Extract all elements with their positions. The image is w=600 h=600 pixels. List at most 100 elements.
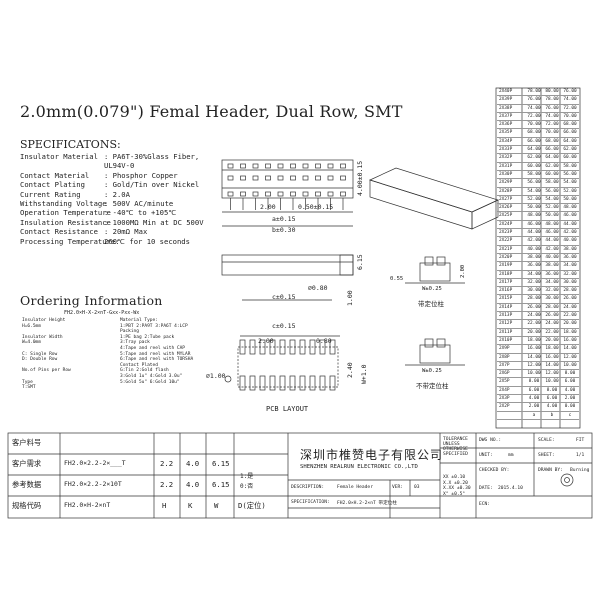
table-cell: 34.00 [527, 271, 541, 277]
table-cell: 78.00 [527, 89, 541, 94]
table-cell: 52.00 [563, 188, 577, 194]
table-cell: 2X17P [499, 279, 513, 285]
table-header-cell [497, 412, 525, 419]
table-cell: 38.00 [563, 246, 577, 252]
table-cell: 60.00 [545, 171, 559, 177]
table-cell: 2X8P [499, 354, 510, 360]
table-cell: 2X22P [499, 238, 513, 244]
table-cell: 16.00 [527, 346, 541, 352]
pcb-pad [259, 375, 266, 391]
pcb-pad [309, 375, 316, 391]
table-cell: 28.00 [527, 296, 541, 302]
table-cell: 64.00 [563, 138, 577, 144]
connector-side-view [221, 254, 354, 276]
table-cell: 2X26P [499, 205, 513, 211]
ordering-note: 5:Gold 5u" 6:Gold 10u" [120, 379, 180, 385]
dim-label: c±0.15 [272, 293, 296, 301]
pin-cell [327, 191, 334, 197]
table-cell: 6.00 [528, 387, 540, 393]
bt-cell: 2.2 [160, 480, 174, 489]
pcb-pad [249, 339, 256, 355]
table-cell: 10.00 [527, 371, 541, 377]
dim-label: c±0.15 [272, 322, 296, 330]
bt-label: 规格代码 [12, 501, 42, 510]
pcb-pad [329, 339, 336, 355]
pcb-pad [279, 339, 286, 355]
table-cell: 24.00 [563, 304, 577, 310]
ordering-note: W=4.0mm [22, 340, 41, 346]
table-cell: 46.00 [527, 221, 541, 227]
table-cell: 48.00 [527, 213, 541, 219]
table-cell: 74.00 [527, 105, 541, 111]
dim-label: 2.40 [346, 362, 354, 378]
document-title: 2.0mm(0.079") Femal Header, Dual Row, SM… [20, 102, 403, 121]
pcb-pad [259, 339, 266, 355]
front-view-with-post [405, 256, 465, 284]
table-cell: 66.00 [527, 138, 541, 144]
pcb-layout-label: PCB LAYOUT [266, 405, 309, 413]
table-cell: 2X24P [499, 221, 513, 227]
table-cell: 2X10P [499, 337, 513, 343]
bt-cell: 6.15 [212, 480, 230, 489]
ordering-note: Insulator Width [22, 334, 63, 340]
bt-cell: W [214, 501, 219, 510]
pcb-pad [289, 375, 296, 391]
dim-label: 4.00±0.15 [356, 160, 364, 196]
dim-label: 0.55 [390, 276, 404, 282]
table-cell: 68.00 [527, 130, 541, 136]
bt-cell: H [162, 501, 167, 510]
ordering-note: Insulator Height [22, 318, 66, 323]
pin-cell [340, 163, 346, 169]
spec-row: Contact Material: Phosphor Copper [20, 170, 178, 180]
without-post-label: 不带定位柱 [416, 382, 449, 390]
bt-code: FH2.0×2.2-2×___T [64, 459, 126, 467]
description-value: Female Header [337, 485, 373, 490]
table-cell: 56.00 [563, 171, 577, 177]
bt-code: FH2.0×2.2-2×10T [64, 480, 122, 488]
pin-cell [302, 163, 309, 169]
dim-label: 6.15 [356, 254, 364, 270]
table-cell: 54.00 [563, 180, 577, 186]
ordering-code: FH2.0×H-X-2×nT-Gxx-Pxx-Wx [64, 310, 140, 316]
ordering-note: Material Type: [120, 318, 158, 323]
table-cell: 28.00 [563, 288, 577, 294]
table-cell: 44.00 [527, 230, 541, 236]
table-cell: 26.00 [563, 296, 577, 302]
table-cell: 72.00 [545, 122, 559, 128]
table-cell: 2.00 [564, 395, 576, 401]
table-cell: 38.00 [545, 263, 559, 269]
specification-value: FH2.0×H.2-2×nT 带定位柱 [337, 501, 397, 506]
table-cell: 20.00 [563, 321, 577, 327]
table-cell: 30.00 [563, 279, 577, 285]
table-cell: 26.00 [527, 304, 541, 310]
table-cell: 60.00 [527, 163, 541, 169]
company-name-cn: 深圳市椎赞电子有限公司 [300, 448, 444, 462]
table-cell: 12.00 [527, 362, 541, 368]
table-cell: 30.00 [527, 288, 541, 294]
dim-label: ⌀0.80 [308, 284, 328, 292]
pin-cell [240, 191, 246, 197]
spec-row: Operation Temperature: -40℃ to +105℃ [20, 208, 177, 218]
table-cell: 12.00 [563, 354, 577, 360]
dimension-table-border [495, 87, 581, 429]
bt-cell: 6.15 [212, 459, 230, 468]
table-cell: 40.00 [545, 254, 559, 260]
date-label: DATE: [479, 486, 493, 491]
